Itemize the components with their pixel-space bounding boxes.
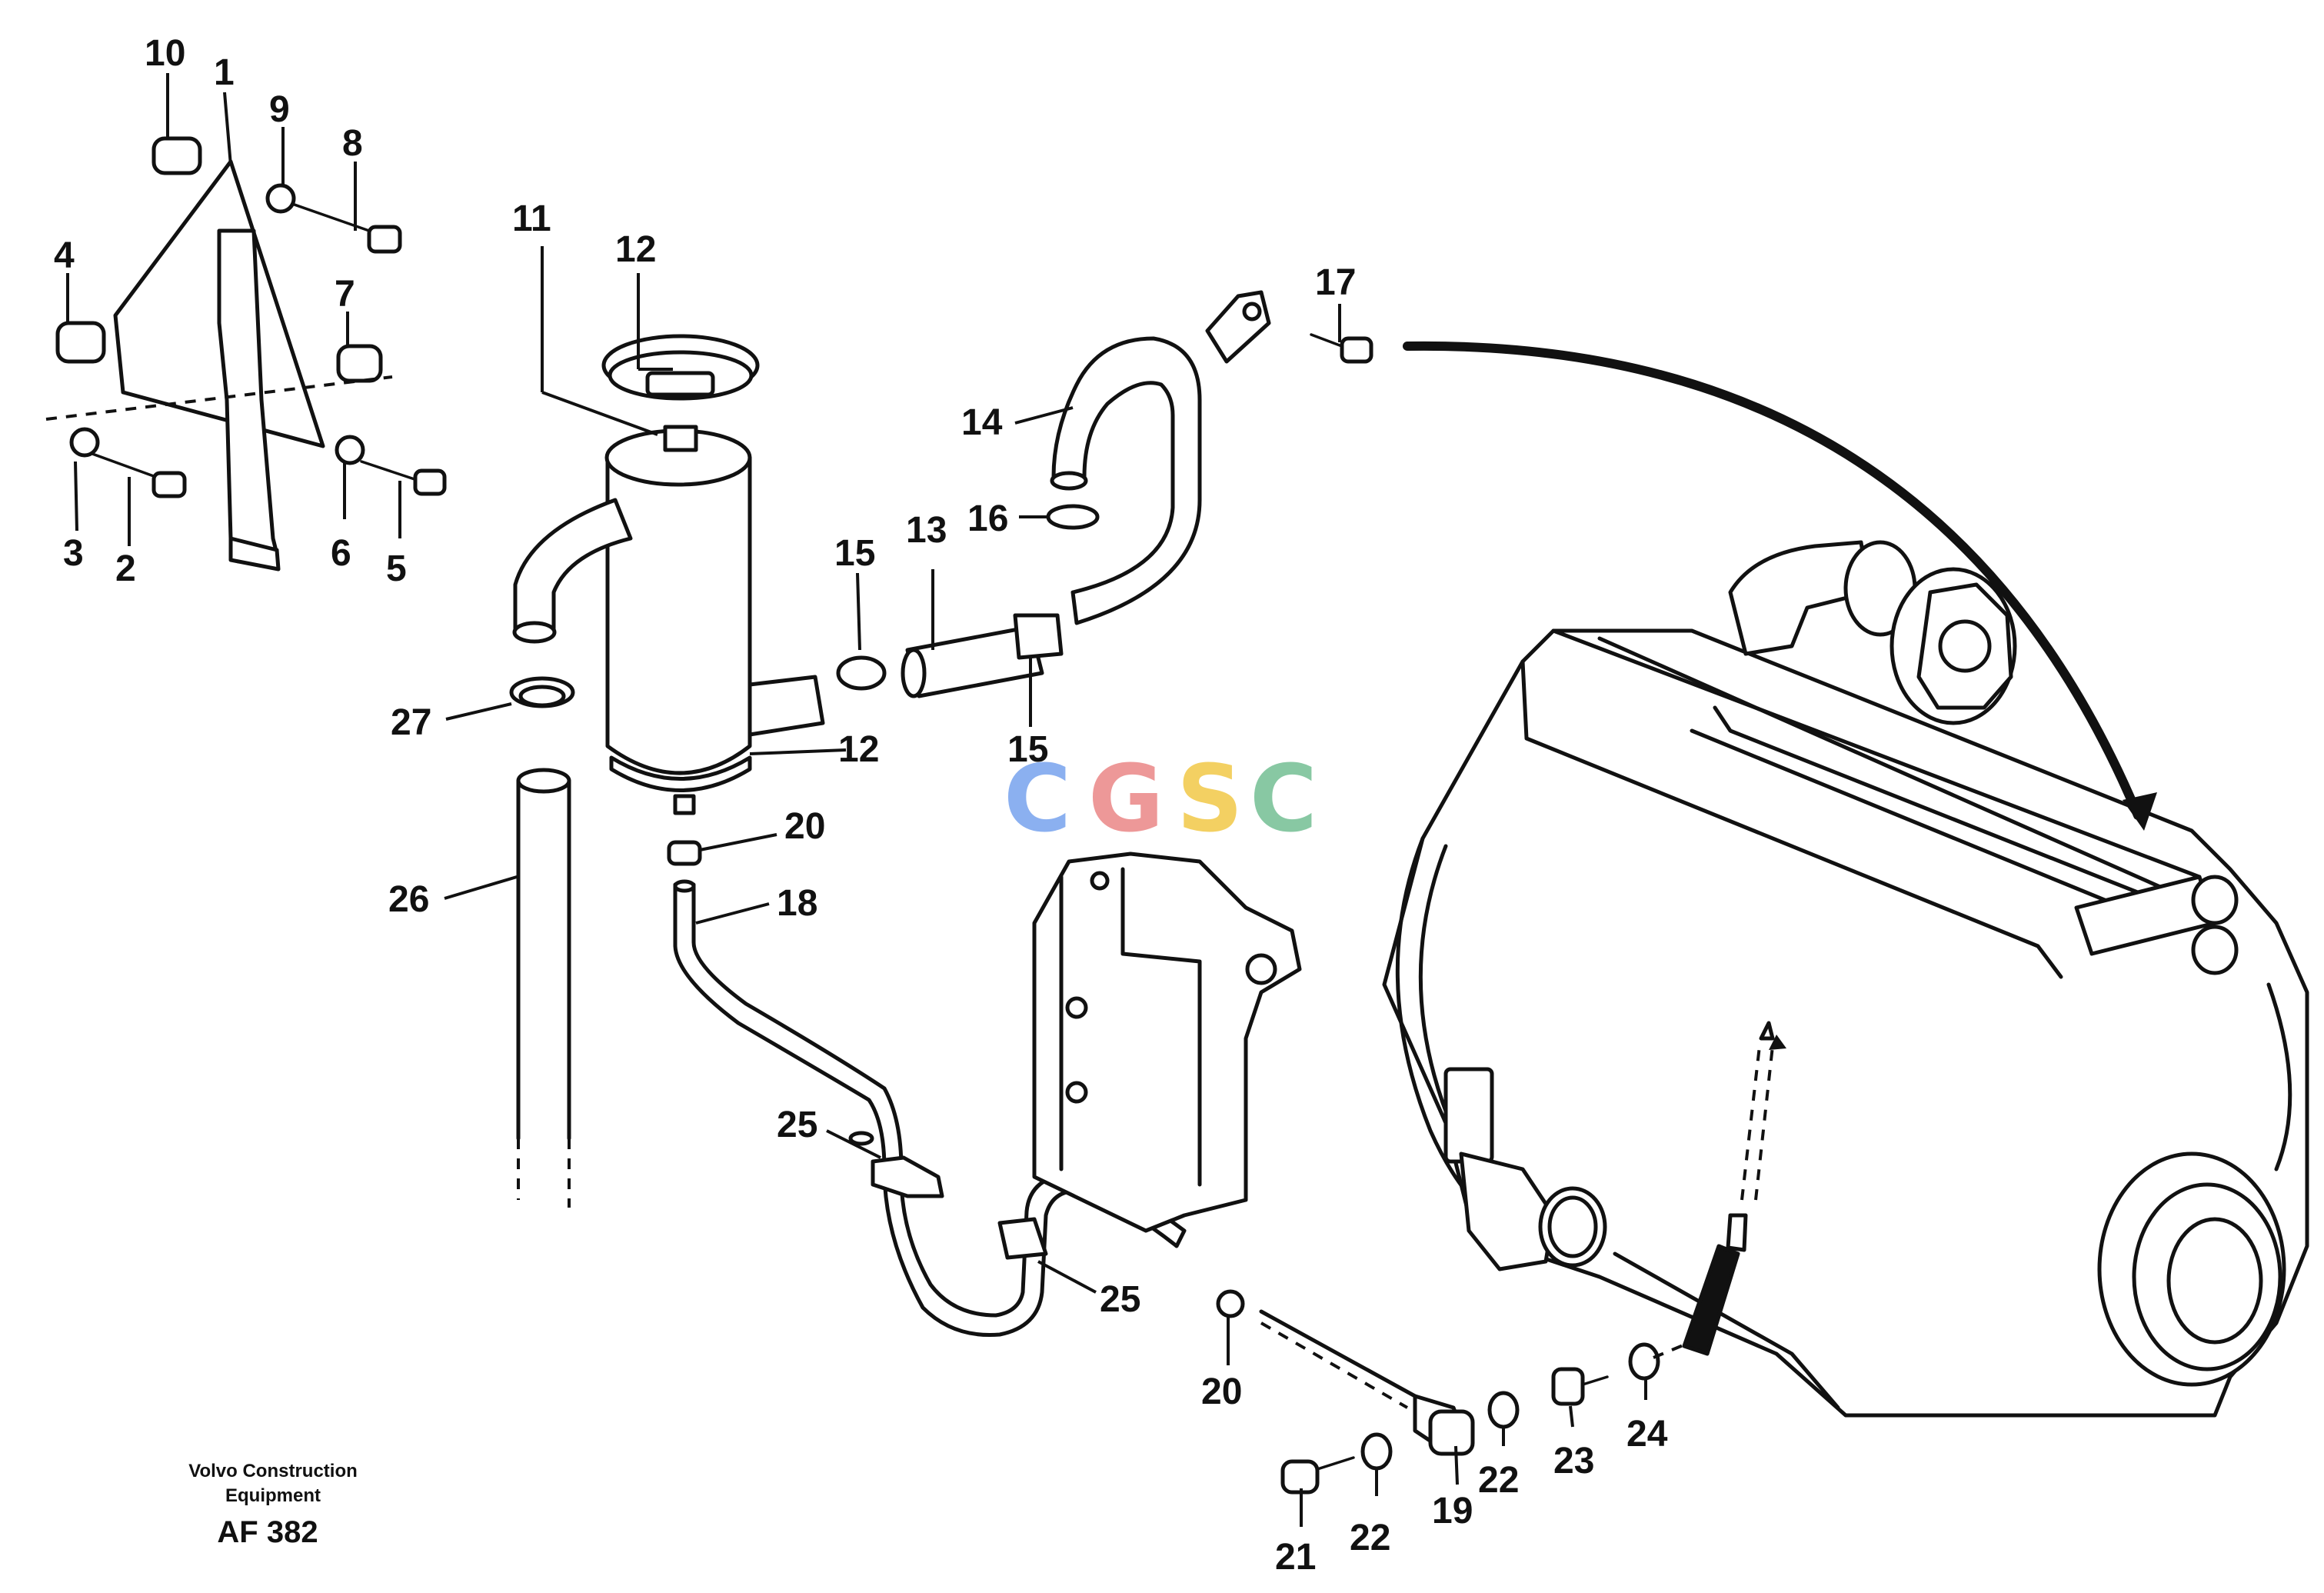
cooler-housing <box>1032 851 1302 1233</box>
callout-3: 3 <box>63 461 84 574</box>
callout-17: 17 <box>1315 262 1356 342</box>
company-name-line1: Volvo Construction <box>188 1461 358 1481</box>
callout-12-top: 12 <box>615 229 673 371</box>
callout-9-label: 9 <box>269 89 290 130</box>
callout-12-top-label: 12 <box>615 229 656 270</box>
pipe-26 <box>516 768 571 1208</box>
callout-21-label: 21 <box>1275 1537 1316 1578</box>
callout-9: 9 <box>269 89 290 185</box>
callout-18: 18 <box>695 883 817 925</box>
callout-2: 2 <box>115 477 136 589</box>
watermark-letter-c2: C <box>1250 746 1317 853</box>
bracket-assembly <box>45 136 447 572</box>
watermark-letter-g: G <box>1088 746 1164 853</box>
callout-20-top: 20 <box>699 806 825 851</box>
callout-7-label: 7 <box>335 274 355 315</box>
callout-4: 4 <box>54 235 75 323</box>
callout-23: 23 <box>1553 1405 1594 1481</box>
callout-14: 14 <box>961 402 1074 443</box>
callout-11: 11 <box>512 198 658 436</box>
tube-clamp-25 <box>848 1131 1048 1260</box>
callout-15-bottom-label: 15 <box>1007 729 1048 770</box>
callout-10-label: 10 <box>145 33 185 74</box>
callout-12-bottom-label: 12 <box>838 729 879 770</box>
callout-15-top-label: 15 <box>834 533 875 574</box>
callout-3-label: 3 <box>63 533 84 574</box>
callout-25-top: 25 <box>777 1105 881 1159</box>
callout-13: 13 <box>906 510 947 650</box>
callout-5: 5 <box>386 481 407 589</box>
callout-25-bottom: 25 <box>1037 1260 1140 1320</box>
callout-6-label: 6 <box>331 533 351 574</box>
callout-27-label: 27 <box>391 702 431 743</box>
hose-13 <box>836 613 1064 698</box>
callout-19-label: 19 <box>1432 1491 1473 1531</box>
callout-7: 7 <box>335 274 355 346</box>
callout-20-top-label: 20 <box>784 806 825 847</box>
callout-15-top: 15 <box>834 533 875 651</box>
callout-27: 27 <box>391 702 512 743</box>
callout-19: 19 <box>1432 1445 1473 1531</box>
callout-12-bottom: 12 <box>749 729 879 770</box>
return-hose <box>1682 1021 1775 1356</box>
callout-21: 21 <box>1275 1488 1316 1578</box>
callout-1-label: 1 <box>214 52 235 93</box>
watermark-letter-c1: C <box>1004 746 1071 853</box>
callout-22-left: 22 <box>1350 1469 1390 1558</box>
callout-8: 8 <box>342 123 363 231</box>
callout-labels: 10 1 9 8 4 7 3 2 6 5 11 12 12 13 14 15 1… <box>54 33 1668 1578</box>
callout-26: 26 <box>388 875 518 920</box>
filter-canister <box>512 334 825 815</box>
callout-25-bottom-label: 25 <box>1100 1279 1140 1320</box>
hose-14 <box>1050 290 1271 625</box>
callout-22-right: 22 <box>1478 1428 1519 1501</box>
callout-20-bottom: 20 <box>1201 1315 1242 1412</box>
tube-18 <box>667 840 1187 1338</box>
drawing-code: AF 382 <box>217 1515 318 1549</box>
callout-1: 1 <box>214 52 235 166</box>
fittings-row <box>1216 1289 1700 1495</box>
callout-23-label: 23 <box>1553 1441 1594 1481</box>
footer: Volvo Construction Equipment AF 382 <box>188 1461 358 1549</box>
callout-18-label: 18 <box>777 883 817 924</box>
callout-20-bottom-label: 20 <box>1201 1371 1242 1412</box>
callout-26-label: 26 <box>388 879 429 920</box>
callout-22-left-label: 22 <box>1350 1518 1390 1558</box>
callout-24: 24 <box>1626 1379 1668 1455</box>
callout-14-label: 14 <box>961 402 1003 443</box>
callout-25-top-label: 25 <box>777 1105 817 1145</box>
callout-22-right-label: 22 <box>1478 1460 1519 1501</box>
engine-block <box>1382 540 2309 1418</box>
hose-clamp-27 <box>509 676 575 708</box>
flow-arrow <box>1403 341 2157 1050</box>
watermark-letter-s: S <box>1177 746 1243 853</box>
callout-13-label: 13 <box>906 510 947 551</box>
o-ring-16 <box>1046 504 1100 530</box>
callout-24-label: 24 <box>1626 1414 1668 1455</box>
company-name-line2: Equipment <box>225 1485 321 1506</box>
bolt-17 <box>1310 333 1373 364</box>
watermark-logo: C G S C <box>1004 746 1317 853</box>
callout-6: 6 <box>331 462 351 574</box>
callout-10: 10 <box>145 33 185 138</box>
callout-15-bottom: 15 <box>1007 658 1048 770</box>
callout-4-label: 4 <box>54 235 75 276</box>
callout-2-label: 2 <box>115 548 136 589</box>
callout-16: 16 <box>967 498 1047 539</box>
callout-17-label: 17 <box>1315 262 1356 303</box>
callout-8-label: 8 <box>342 123 363 164</box>
callout-16-label: 16 <box>967 498 1008 539</box>
callout-5-label: 5 <box>386 548 407 589</box>
callout-11-label: 11 <box>512 198 551 239</box>
